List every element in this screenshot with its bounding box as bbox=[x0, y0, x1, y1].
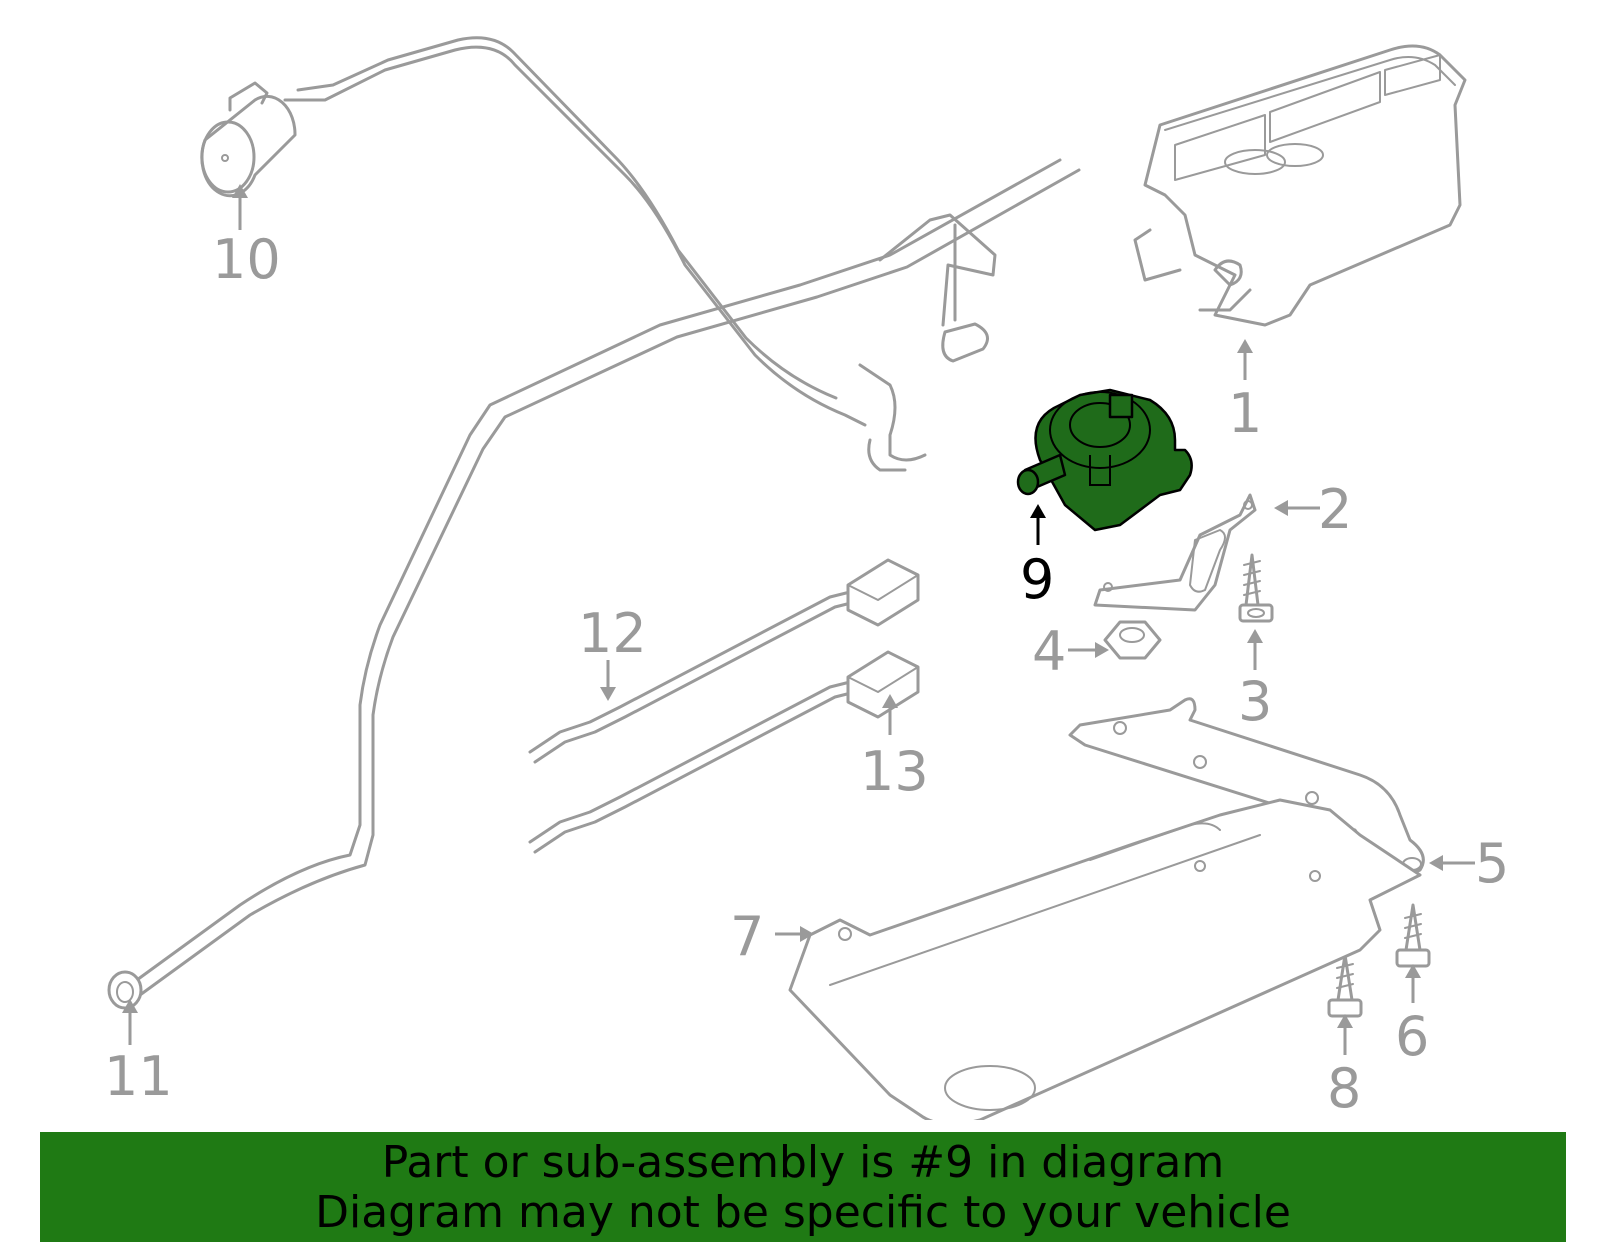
part-3-bolt[interactable] bbox=[1238, 553, 1274, 623]
callout-12[interactable]: 12 bbox=[578, 602, 647, 665]
callout-arrows bbox=[122, 184, 1475, 1055]
part-12-sensor[interactable] bbox=[528, 558, 920, 764]
callout-4[interactable]: 4 bbox=[1032, 620, 1066, 683]
banner-line-1: Part or sub-assembly is #9 in diagram bbox=[381, 1137, 1225, 1188]
callout-11[interactable]: 11 bbox=[104, 1045, 173, 1108]
part-6-bolt[interactable] bbox=[1395, 903, 1431, 968]
banner-line-2: Diagram may not be specific to your vehi… bbox=[315, 1187, 1291, 1238]
callout-6[interactable]: 6 bbox=[1395, 1005, 1429, 1068]
callout-5[interactable]: 5 bbox=[1475, 832, 1509, 895]
part-2-bracket[interactable] bbox=[1093, 493, 1257, 612]
callout-3[interactable]: 3 bbox=[1238, 670, 1272, 733]
part-8-bolt[interactable] bbox=[1327, 953, 1363, 1018]
part-1-canister[interactable] bbox=[1133, 44, 1467, 327]
part-4-nut[interactable] bbox=[1103, 620, 1162, 660]
callout-labels: 10 11 1 2 3 4 5 6 7 8 9 12 13 bbox=[104, 228, 1509, 1120]
part-7-shield[interactable] bbox=[788, 798, 1422, 1120]
callout-13[interactable]: 13 bbox=[860, 740, 929, 803]
part-9-purge-valve[interactable] bbox=[1016, 388, 1193, 532]
callout-2[interactable]: 2 bbox=[1318, 478, 1352, 541]
callout-7[interactable]: 7 bbox=[730, 905, 764, 968]
info-banner: Part or sub-assembly is #9 in diagram Di… bbox=[40, 1132, 1566, 1242]
parts-diagram: 10 11 1 2 3 4 5 6 7 8 9 12 13 bbox=[104, 36, 1509, 1120]
callout-1[interactable]: 1 bbox=[1228, 382, 1262, 445]
part-10-sensor[interactable] bbox=[200, 36, 867, 427]
callout-9[interactable]: 9 bbox=[1020, 548, 1054, 611]
callout-8[interactable]: 8 bbox=[1327, 1057, 1361, 1120]
part-11-pipe[interactable] bbox=[107, 158, 1081, 1010]
part-13-sensor[interactable] bbox=[528, 650, 920, 854]
callout-10[interactable]: 10 bbox=[212, 228, 281, 291]
